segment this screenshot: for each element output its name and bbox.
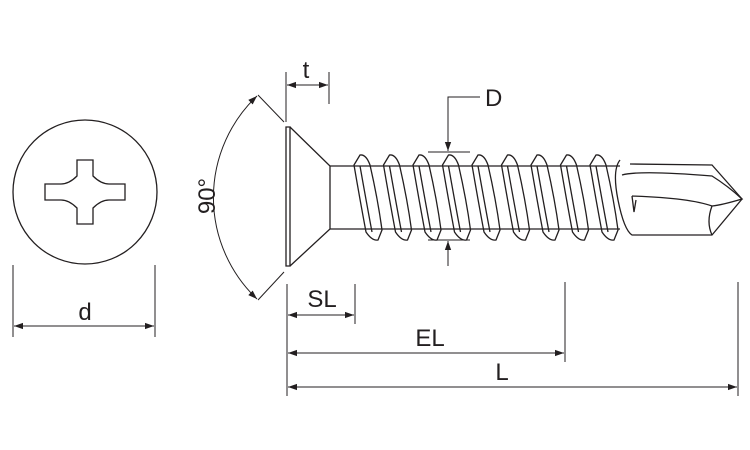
label-t: t (303, 57, 310, 84)
label-EL: EL (415, 325, 444, 352)
dimension-t: t (285, 57, 330, 122)
label-L: L (495, 359, 508, 386)
dimension-angle: 90° (194, 94, 285, 301)
label-d: d (78, 299, 91, 326)
thread-crest (441, 154, 472, 241)
thread-crest (353, 154, 383, 241)
phillips-recess-icon (44, 159, 126, 225)
thread-crest (382, 154, 413, 241)
dimension-d: d (12, 265, 156, 337)
label-angle: 90° (194, 178, 221, 214)
label-SL: SL (307, 286, 336, 313)
thread-crest (530, 154, 560, 241)
label-D: D (485, 85, 502, 112)
thread-crest (471, 154, 501, 241)
thread-crest (500, 154, 531, 241)
thread-crest (559, 154, 590, 241)
dimension-lengths: SL EL L (286, 282, 739, 396)
thread-crest (412, 154, 442, 241)
thread-crest (589, 154, 619, 241)
dimension-D: D (428, 85, 502, 266)
threads (353, 154, 619, 241)
drill-tip (614, 159, 744, 236)
head-top-view (12, 119, 158, 265)
screw-side-view (285, 126, 744, 267)
